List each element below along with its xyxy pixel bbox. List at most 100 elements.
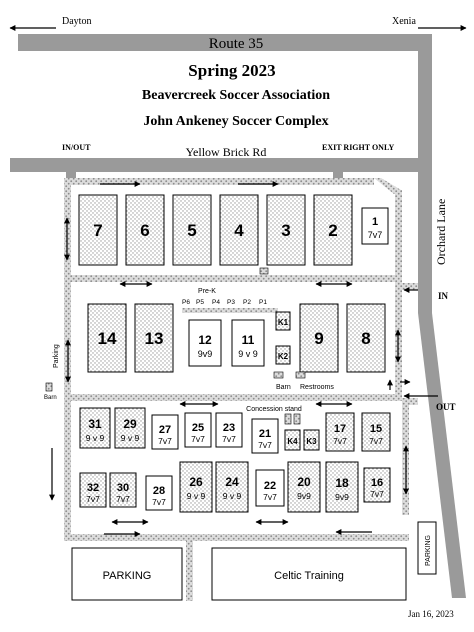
yellow-brick-label: Yellow Brick Rd xyxy=(186,145,267,159)
field-22: 22 7v7 xyxy=(255,469,285,507)
prek-p4: P4 xyxy=(212,299,220,306)
driveway-left xyxy=(66,172,76,180)
concession-stand-a xyxy=(284,413,292,425)
svg-text:7v7: 7v7 xyxy=(369,436,383,446)
svg-text:K2: K2 xyxy=(278,352,289,361)
top-shed xyxy=(259,267,269,275)
svg-text:1: 1 xyxy=(372,216,378,228)
celtic-training-area: Celtic Training xyxy=(211,547,407,601)
field-31: 31 9 v 9 xyxy=(79,407,111,449)
svg-text:32: 32 xyxy=(87,482,99,494)
svg-text:23: 23 xyxy=(223,422,235,434)
field-k1: K1 xyxy=(275,311,291,331)
field-20: 20 9v9 xyxy=(287,461,321,513)
field-14: 14 xyxy=(87,303,127,373)
svg-text:7v7: 7v7 xyxy=(258,440,272,450)
svg-text:2: 2 xyxy=(328,221,337,240)
restrooms-building xyxy=(295,371,306,379)
in-label: IN xyxy=(438,291,449,301)
prek-p1: P1 xyxy=(259,299,267,306)
svg-text:9v9: 9v9 xyxy=(198,349,213,359)
svg-text:29: 29 xyxy=(123,417,137,431)
svg-text:4: 4 xyxy=(234,221,244,240)
svg-text:7v7: 7v7 xyxy=(191,434,205,444)
field-k4: K4 xyxy=(284,429,301,451)
field-27: 27 7v7 xyxy=(151,414,179,450)
field-k2: K2 xyxy=(275,345,291,365)
field-17: 17 7v7 xyxy=(325,412,355,452)
svg-text:18: 18 xyxy=(335,476,349,490)
svg-text:9 v 9: 9 v 9 xyxy=(86,433,105,443)
prek-p3: P3 xyxy=(227,299,235,306)
field-6: 6 xyxy=(125,194,165,266)
field-28: 28 7v7 xyxy=(145,475,173,511)
svg-text:28: 28 xyxy=(153,485,165,497)
field-8: 8 xyxy=(346,303,386,373)
field-16: 16 7v7 xyxy=(363,467,391,503)
svg-text:K4: K4 xyxy=(287,437,298,446)
svg-text:9 v 9: 9 v 9 xyxy=(187,491,206,501)
field-5: 5 xyxy=(172,194,212,266)
restrooms-label: Restrooms xyxy=(300,384,334,391)
svg-text:7v7: 7v7 xyxy=(158,436,172,446)
svg-text:12: 12 xyxy=(198,333,212,347)
field-3: 3 xyxy=(266,194,306,266)
field-30: 30 7v7 xyxy=(109,472,137,508)
svg-text:17: 17 xyxy=(334,423,346,435)
svg-text:7v7: 7v7 xyxy=(86,494,100,504)
svg-text:7v7: 7v7 xyxy=(370,489,384,499)
field-21: 21 7v7 xyxy=(251,418,279,454)
left-barn-building xyxy=(45,382,53,392)
svg-text:6: 6 xyxy=(140,221,149,240)
svg-text:20: 20 xyxy=(297,475,311,489)
barn-building xyxy=(273,371,284,379)
svg-text:9 v 9: 9 v 9 xyxy=(238,349,258,359)
svg-text:26: 26 xyxy=(189,475,203,489)
complex-title: John Ankeney Soccer Complex xyxy=(143,114,328,129)
field-11: 11 9 v 9 xyxy=(231,319,265,367)
prek-p2: P2 xyxy=(243,299,251,306)
orchard-lane-label: Orchard Lane xyxy=(434,199,448,265)
orchard-lane-curve xyxy=(418,313,466,598)
concession-stand-b xyxy=(293,413,301,425)
field-25: 25 7v7 xyxy=(184,412,212,448)
traffic-arrows xyxy=(49,181,438,537)
field-23: 23 7v7 xyxy=(215,412,243,448)
field-k3: K3 xyxy=(303,429,320,451)
field-18: 18 9v9 xyxy=(325,461,359,513)
svg-text:30: 30 xyxy=(117,482,129,494)
season-title: Spring 2023 xyxy=(188,61,275,80)
svg-text:14: 14 xyxy=(98,329,117,348)
svg-text:7v7: 7v7 xyxy=(368,230,383,240)
svg-text:7: 7 xyxy=(93,221,102,240)
svg-text:7v7: 7v7 xyxy=(333,436,347,446)
svg-text:24: 24 xyxy=(225,475,239,489)
association-title: Beavercreek Soccer Association xyxy=(142,88,330,103)
svg-text:11: 11 xyxy=(242,333,255,347)
barn-label: Barn xyxy=(276,384,291,391)
svg-text:7v7: 7v7 xyxy=(116,494,130,504)
field-26: 26 9 v 9 xyxy=(179,461,213,513)
yellow-brick-road xyxy=(10,158,418,172)
svg-text:15: 15 xyxy=(370,423,382,435)
driveway-right xyxy=(333,172,343,180)
xenia-label: Xenia xyxy=(392,16,416,27)
out-label: OUT xyxy=(436,402,456,412)
field-1: 1 7v7 xyxy=(361,207,389,245)
prek-label: Pre-K xyxy=(198,288,216,295)
svg-text:21: 21 xyxy=(259,428,271,440)
route-35-label: Route 35 xyxy=(209,36,264,52)
svg-text:9v9: 9v9 xyxy=(335,492,349,502)
dayton-label: Dayton xyxy=(62,16,91,27)
field-4: 4 xyxy=(219,194,259,266)
svg-text:K3: K3 xyxy=(306,437,317,446)
svg-text:K1: K1 xyxy=(278,318,289,327)
svg-text:16: 16 xyxy=(371,477,383,489)
svg-text:7v7: 7v7 xyxy=(263,492,277,502)
svg-text:31: 31 xyxy=(88,417,102,431)
parking-lot-bottom: PARKING xyxy=(71,547,183,601)
svg-text:5: 5 xyxy=(187,221,196,240)
field-32: 32 7v7 xyxy=(79,472,107,508)
left-barn-label: Barn xyxy=(44,395,57,401)
